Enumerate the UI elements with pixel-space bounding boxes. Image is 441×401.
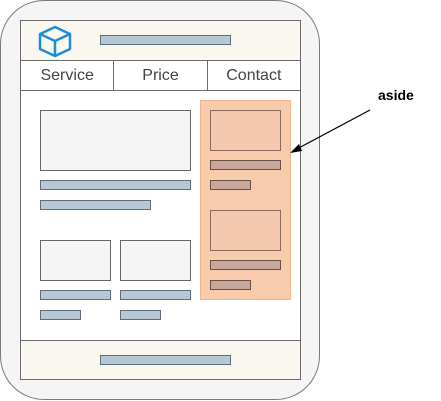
card-left-line-2: [40, 310, 81, 320]
cube-icon: [37, 24, 73, 58]
card-right-line-2: [120, 310, 161, 320]
card-image-left: [40, 240, 111, 281]
aside-line-2b: [210, 280, 251, 290]
nav-item-service[interactable]: Service: [21, 61, 115, 90]
nav-item-contact[interactable]: Contact: [226, 66, 282, 84]
hero-image-placeholder: [40, 110, 191, 171]
aside-line-1a: [210, 160, 281, 170]
nav-bar: Service Price Contact: [20, 60, 301, 91]
aside-annotation-label: aside: [378, 87, 414, 103]
nav-item-price[interactable]: Price: [114, 61, 208, 90]
annotation-arrow: [290, 109, 371, 153]
header-title-placeholder: [100, 35, 231, 45]
hero-text-line-2: [40, 200, 151, 210]
card-left-line-1: [40, 290, 111, 300]
card-image-right: [120, 240, 191, 281]
card-right-line-1: [120, 290, 191, 300]
aside-line-2a: [210, 260, 281, 270]
aside-image-1: [210, 110, 281, 151]
footer-text-placeholder: [100, 355, 231, 365]
aside-image-2: [210, 210, 281, 251]
aside-line-1b: [210, 180, 251, 190]
hero-text-line-1: [40, 180, 191, 190]
